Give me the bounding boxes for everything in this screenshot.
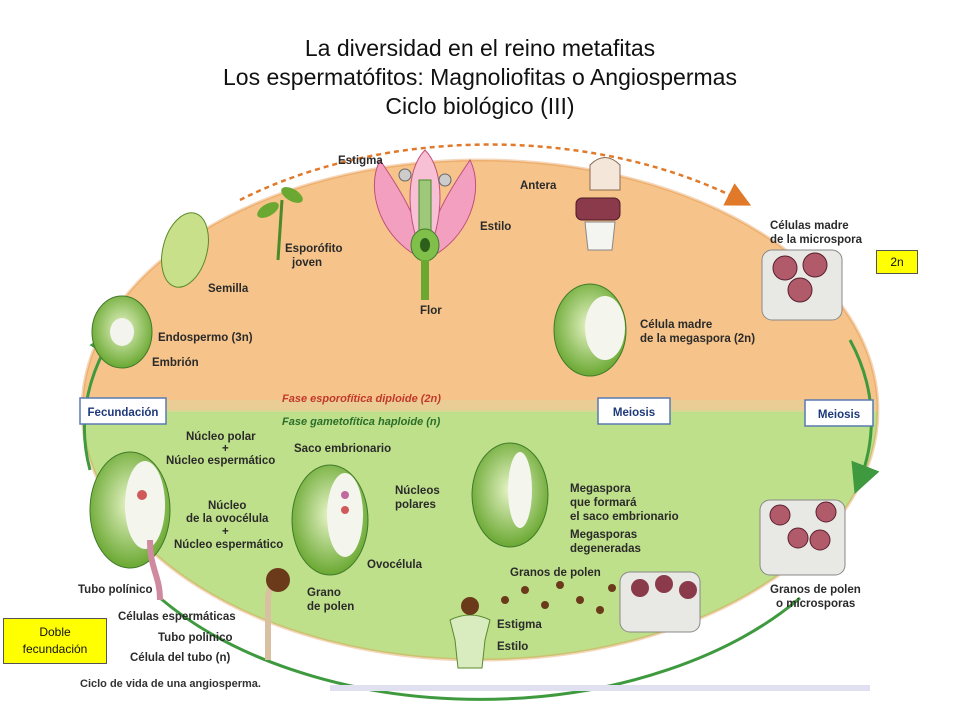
label-antera: Antera [520, 180, 557, 192]
label-granos-polen-right-2: o microsporas [776, 598, 855, 610]
title-line-1: La diversidad en el reino metafitas [304, 35, 656, 61]
label-megasporas-deg-1: Megasporas [570, 529, 637, 541]
double-fertilization-line-1: Doble [39, 625, 71, 639]
label-grano-polen-1: Grano [307, 587, 341, 599]
label-esporofito-2: joven [291, 257, 322, 269]
haploid-cycle-arrow [159, 596, 801, 701]
label-mas-2: + [222, 526, 229, 538]
page-title: La diversidad en el reino metafitas Los … [0, 34, 960, 121]
ovule-endosperm-illustration [91, 295, 153, 369]
label-nucleos-polares-2: polares [395, 499, 436, 511]
label-megaspora-1: Megaspora [570, 483, 631, 495]
label-cel-madre-mega-2: de la megaspora (2n) [640, 333, 755, 345]
scattered-pollen-illustration [501, 581, 616, 614]
title-line-2: Los espermatófitos: Magnoliofitas o Angi… [223, 64, 737, 90]
label-embrion: Embrión [152, 357, 199, 369]
label-megaspora-2: que formará [570, 497, 637, 509]
anther-illustration [575, 157, 621, 251]
fecundacion-label: Fecundación [88, 407, 159, 419]
label-nucleos-polares-1: Núcleos [395, 485, 440, 497]
ploidy-tag: 2n [876, 250, 918, 274]
diagram-caption: Ciclo de vida de una angiosperma. [80, 678, 261, 690]
label-de-la-ovocelula: de la ovocélula [186, 513, 269, 525]
meiosis-box-right: Meiosis [804, 399, 874, 427]
diploid-cycle-arrow [239, 143, 752, 206]
meiosis-right-label: Meiosis [818, 409, 860, 421]
flower-illustration [373, 149, 477, 300]
pollen-grains-microspores-illustration [759, 499, 846, 576]
label-nucleo: Núcleo [208, 500, 246, 512]
meiosis-center-label: Meiosis [613, 407, 655, 419]
meiosis-box-center: Meiosis [597, 397, 671, 425]
fecundacion-box: Fecundación [79, 397, 167, 425]
label-estigma-top: Estigma [338, 155, 383, 167]
label-semilla: Semilla [208, 283, 249, 295]
label-celulas-espermaticas: Células espermáticas [118, 611, 236, 623]
label-esporofito-1: Esporófito [285, 243, 343, 255]
label-nucleo-polar: Núcleo polar [186, 431, 256, 443]
fertilized-ovule-illustration [89, 451, 171, 601]
label-grano-polen-2: de polen [307, 601, 354, 613]
label-granos-polen-right-1: Granos de polen [770, 584, 861, 596]
label-tubo-polinico-bottom: Tubo polínico [158, 632, 233, 644]
seed-illustration [161, 212, 209, 288]
label-estilo-bottom: Estilo [497, 641, 528, 653]
label-nucleo-espermatico-2: Núcleo espermático [174, 539, 283, 551]
pollen-tube-illustration [265, 568, 290, 660]
double-fertilization-tag: Doble fecundación [3, 618, 107, 664]
microspore-mother-cells-illustration [761, 249, 843, 321]
megaspore-ovule-illustration [471, 442, 549, 548]
seedling-illustration [257, 187, 303, 261]
label-tubo-polinico-left: Tubo polínico [78, 584, 153, 596]
stigma-style-illustration [449, 597, 491, 669]
label-cel-madre-micro-2: de la microspora [770, 234, 863, 246]
label-endospermo: Endospermo (3n) [158, 332, 253, 344]
megaspore-mother-cell-illustration [553, 283, 627, 377]
label-cel-madre-mega-1: Célula madre [640, 319, 712, 331]
title-line-3: Ciclo biológico (III) [385, 93, 575, 119]
label-estigma-bottom: Estigma [497, 619, 542, 631]
anther-with-pollen-illustration [619, 571, 701, 633]
label-estilo-top: Estilo [480, 221, 511, 233]
diploid-phase-label: Fase esporofítica diploide (2n) [282, 393, 441, 405]
label-granos-polen-mid: Granos de polen [510, 567, 601, 579]
label-saco-embrionario: Saco embrionario [294, 443, 391, 455]
label-cel-madre-micro-1: Células madre [770, 220, 849, 232]
double-fertilization-line-2: fecundación [22, 642, 88, 656]
label-flor: Flor [420, 305, 442, 317]
haploid-phase-label: Fase gametofítica haploide (n) [282, 416, 441, 428]
embryo-sac-illustration [291, 464, 369, 576]
label-ovocelula: Ovocélula [367, 559, 423, 571]
label-nucleo-espermatico-1: Núcleo espermático [166, 455, 275, 467]
label-celula-tubo: Célula del tubo (n) [130, 652, 230, 664]
label-megasporas-deg-2: degeneradas [570, 543, 641, 555]
label-mas-1: + [222, 443, 229, 455]
label-megaspora-3: el saco embrionario [570, 511, 679, 523]
